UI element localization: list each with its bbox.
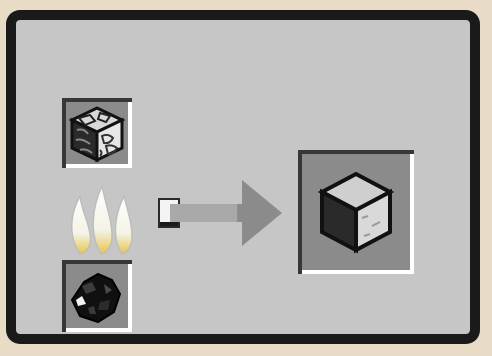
output-slot[interactable] <box>298 150 414 274</box>
input-slot[interactable] <box>62 98 132 168</box>
flame-icon <box>66 180 136 256</box>
coal-icon <box>62 260 132 332</box>
cobblestone-icon <box>62 98 132 168</box>
furnace-window <box>6 10 480 344</box>
stone-icon <box>298 150 414 274</box>
progress-arrow <box>170 176 294 250</box>
fuel-slot[interactable] <box>62 260 132 332</box>
furnace-panel <box>16 20 470 334</box>
